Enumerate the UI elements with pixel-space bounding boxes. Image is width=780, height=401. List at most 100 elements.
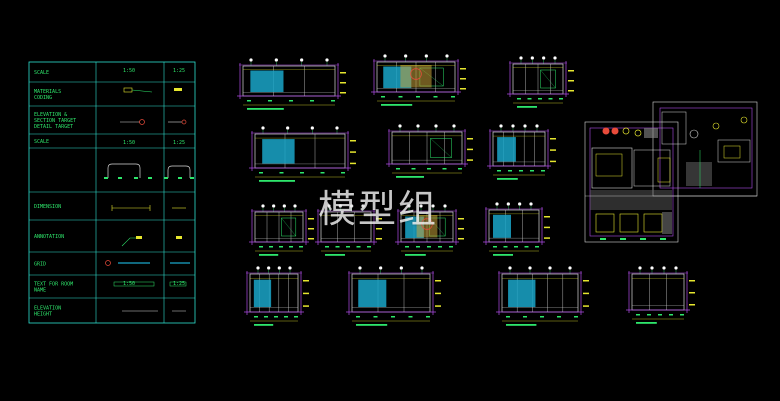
annotation-tag [449, 246, 453, 248]
appliance-circle [611, 127, 619, 135]
legend-symbols [104, 87, 194, 312]
annotation-tag [530, 170, 534, 172]
elevation-tag [190, 177, 194, 179]
annotation-tag [548, 98, 553, 100]
level-marker [256, 266, 260, 270]
elevation-drawing [237, 58, 346, 110]
decor-circle [421, 218, 433, 230]
annotation-tag [503, 246, 508, 248]
plan-tag [660, 238, 666, 240]
section-marker [139, 119, 145, 125]
level-marker [267, 266, 271, 270]
elevation-drawing [507, 56, 574, 108]
level-marker [361, 204, 365, 208]
side-tag [550, 149, 556, 151]
level-marker [350, 204, 354, 208]
legend-label: ELEVATION [34, 306, 61, 312]
level-marker [530, 56, 534, 60]
drawing-title-bar [396, 176, 424, 178]
annotation-tag [176, 236, 182, 239]
hatch-area [590, 190, 672, 210]
room [633, 149, 671, 187]
decor-panel [400, 65, 432, 88]
cabinet [619, 213, 639, 233]
glass-panel [262, 139, 295, 164]
door-frame [430, 138, 452, 158]
annotation-tag [541, 170, 545, 172]
elevation-drawing [346, 266, 441, 326]
level-marker [443, 204, 447, 208]
side-tag [435, 292, 441, 295]
level-marker [452, 124, 456, 128]
legend-label: DIMENSION [34, 204, 61, 210]
drawing-title-bar [356, 324, 388, 326]
level-marker [383, 54, 387, 58]
annotation-tag [289, 100, 293, 102]
grid-bubble [105, 260, 111, 266]
side-tag [435, 305, 441, 307]
table-circle [622, 127, 630, 135]
annotation-tag [497, 170, 501, 172]
plan-frame [584, 121, 679, 243]
annotation-tag [259, 172, 263, 174]
elevation-drawing [249, 126, 356, 182]
side-tag [583, 305, 589, 307]
elevation-drawing [395, 204, 464, 256]
level-marker [674, 266, 678, 270]
annotation-tag [508, 170, 512, 172]
fixture [712, 122, 720, 130]
legend-label: SECTION TARGET [34, 118, 76, 124]
level-marker [431, 204, 435, 208]
side-tag [460, 68, 466, 70]
legend-label: SCALE [34, 139, 49, 145]
side-tag [568, 70, 574, 72]
cabinet [595, 213, 615, 233]
level-marker [407, 204, 411, 208]
decor-circle [410, 68, 422, 80]
side-tag [303, 292, 309, 295]
drawing-title-bar [259, 254, 279, 256]
annotation-tag [356, 316, 360, 318]
annotation-tag [458, 168, 462, 170]
level-marker [338, 204, 342, 208]
legend-scale-1: 1:50 [123, 281, 135, 287]
level-marker [523, 124, 527, 128]
level-marker [553, 56, 557, 60]
level-marker [288, 266, 292, 270]
annotation-tag [284, 316, 288, 318]
glass-panel [253, 279, 272, 308]
level-marker [404, 54, 408, 58]
elevation-drawing [315, 204, 382, 256]
door-frame [540, 69, 556, 89]
level-marker [274, 58, 278, 62]
plan-wall [589, 127, 674, 237]
level-marker [511, 124, 515, 128]
legend-scale-1: 1:50 [123, 68, 135, 74]
room [717, 139, 751, 163]
level-marker [662, 266, 666, 270]
level-marker [499, 124, 503, 128]
legend-label: GRID [34, 262, 46, 268]
side-tag [467, 159, 473, 161]
annotation-tag [557, 316, 561, 318]
elevation-drawing [487, 124, 556, 180]
annotation-tag [506, 316, 510, 318]
annotation-tag [367, 246, 371, 248]
annotation-leader [121, 237, 140, 247]
annotation-tag [416, 96, 420, 98]
annotation-tag [136, 236, 142, 239]
annotation-tag [535, 246, 539, 248]
annotation-tag [300, 172, 304, 174]
side-tag [376, 228, 382, 230]
side-tag [458, 218, 464, 220]
side-tag [435, 280, 441, 282]
level-marker [261, 126, 265, 130]
level-marker [568, 266, 572, 270]
elevation-tag [118, 177, 122, 179]
side-tag [303, 280, 309, 282]
annotation-tag [310, 100, 314, 102]
annotation-tag [398, 96, 403, 98]
annotation-tag [438, 246, 442, 248]
bed [595, 153, 623, 177]
